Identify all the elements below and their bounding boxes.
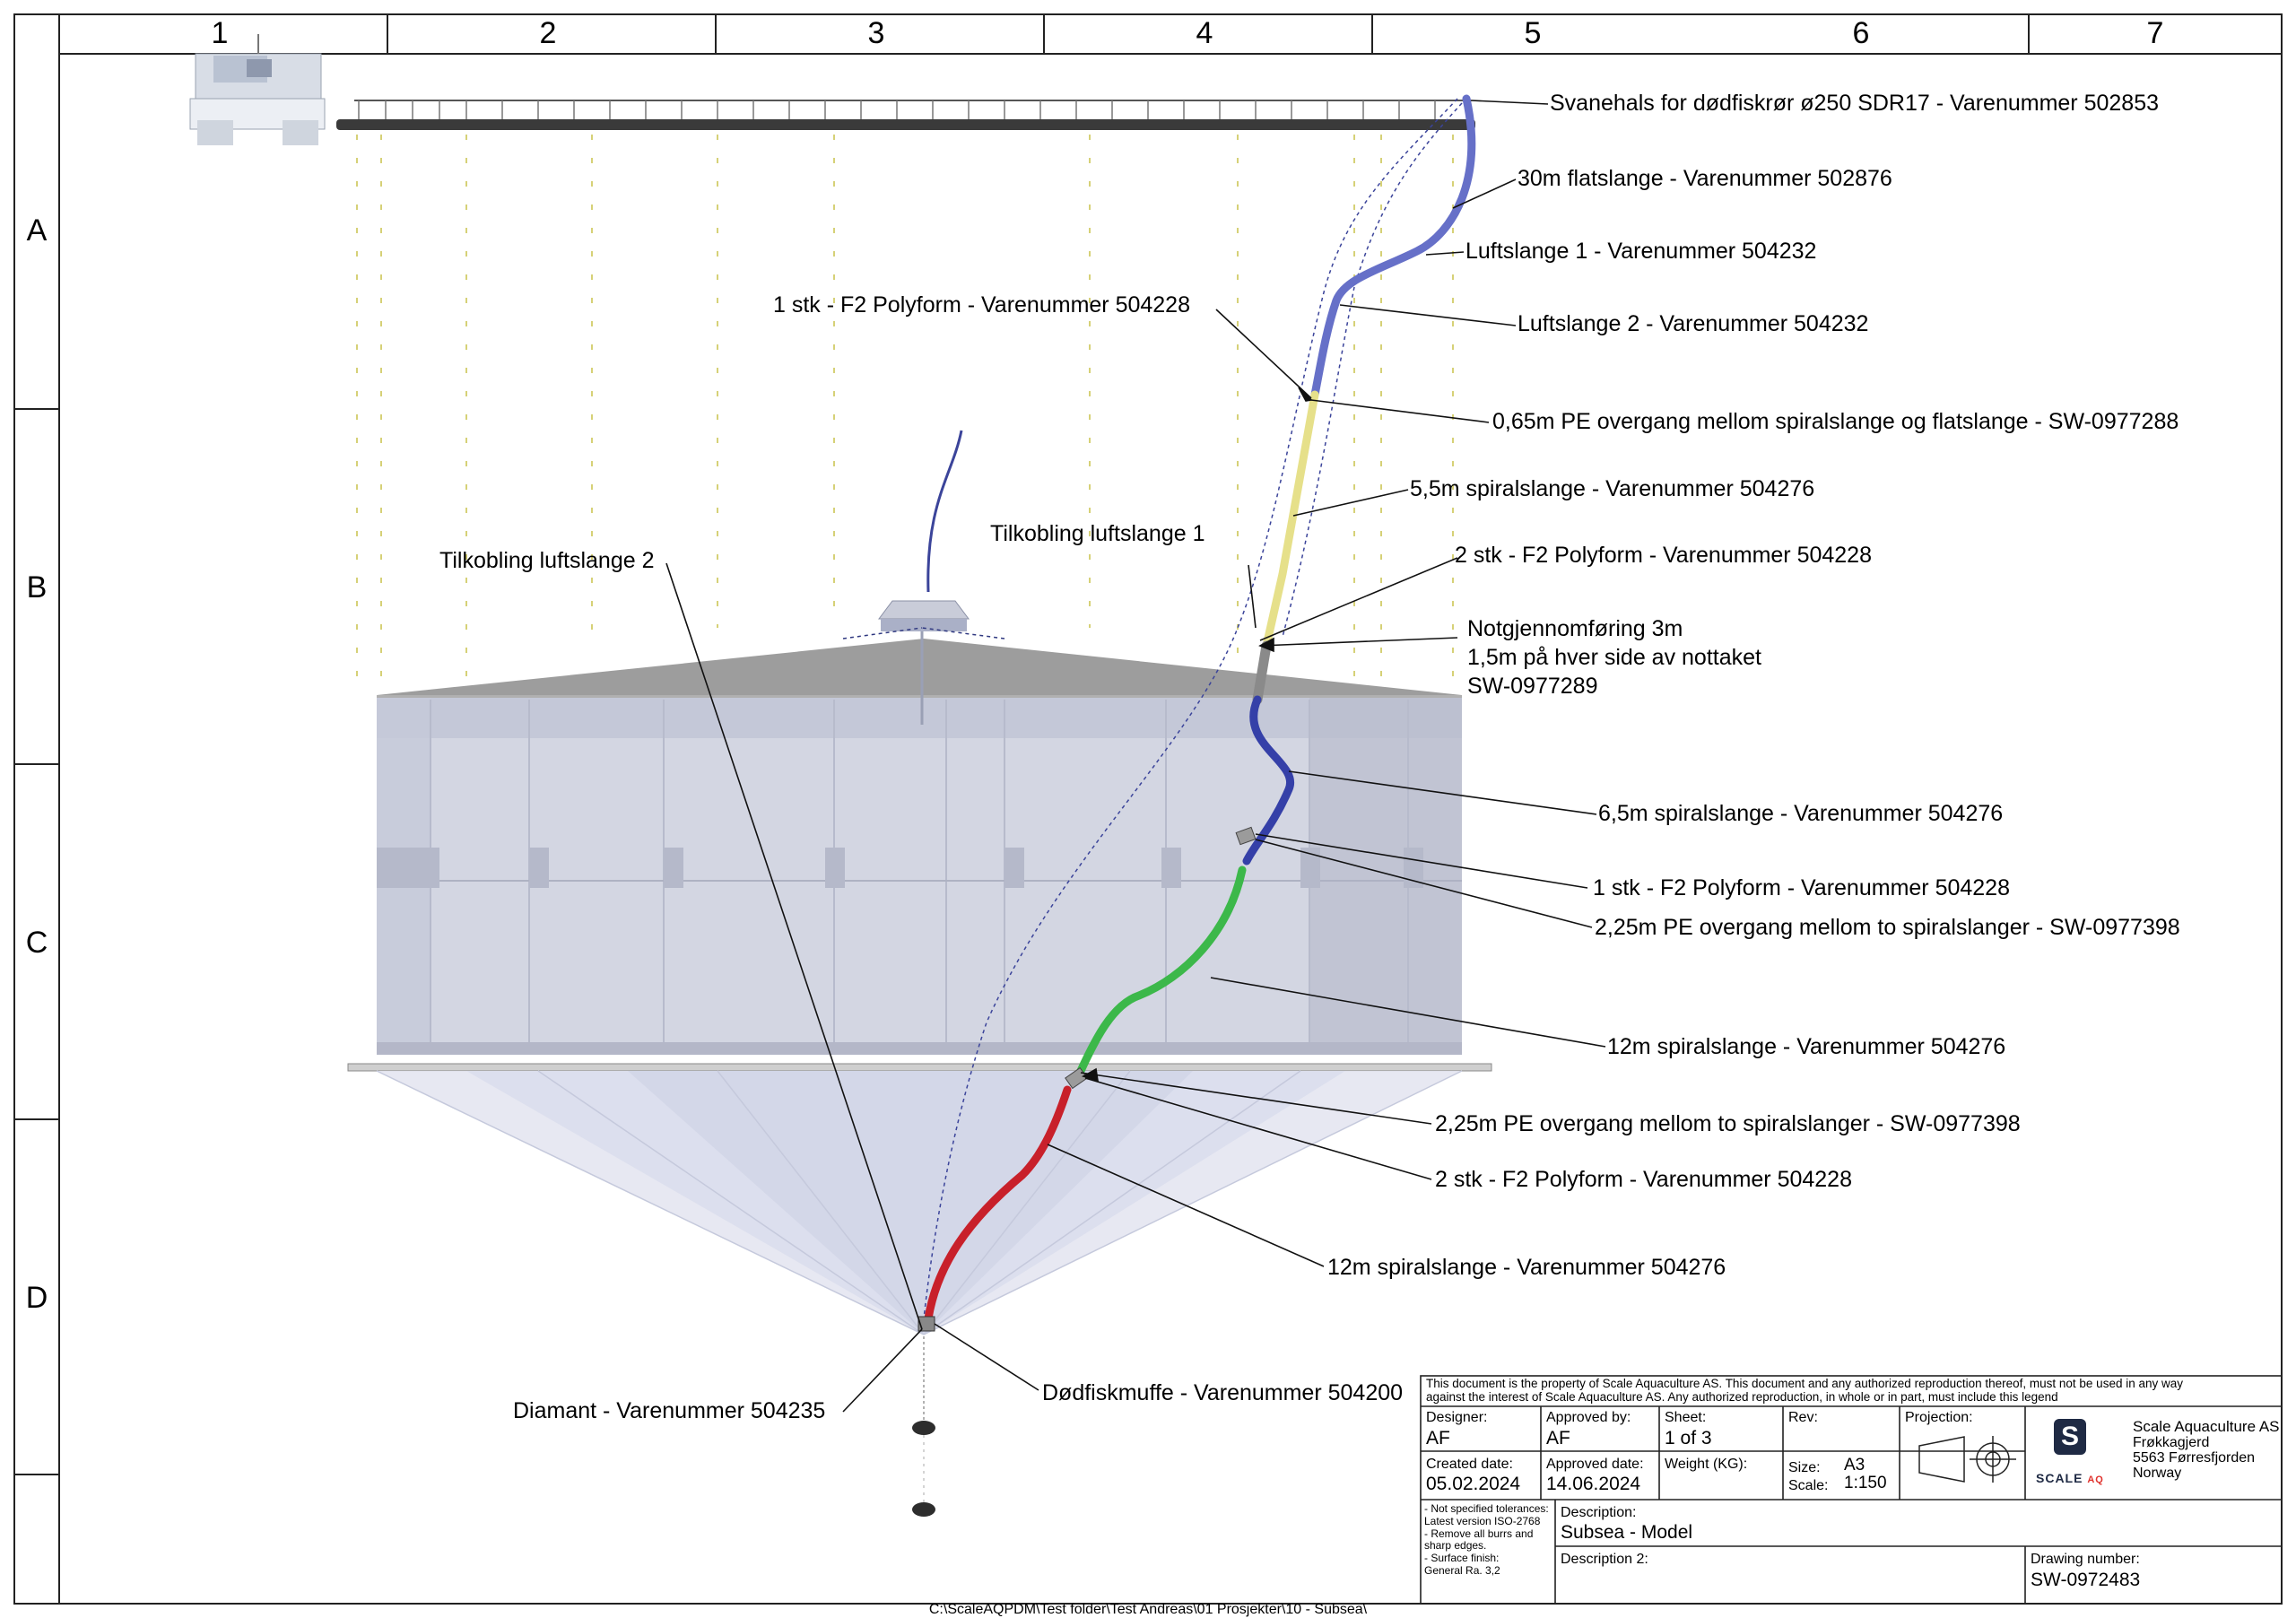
- title-block-frame: [1420, 1375, 2283, 1605]
- sheet-frame: [13, 13, 2283, 1605]
- flatslange-segment: [1310, 94, 1476, 399]
- callout-spiral-12-upper: 12m spiralslange - Varenummer 504276: [1607, 1034, 2006, 1059]
- logo-text-main: SCALE: [2036, 1471, 2083, 1485]
- notgjennomforing-segment: [1252, 640, 1272, 705]
- callout-notgjennomforing-1: Notgjennomføring 3m: [1467, 616, 1683, 641]
- projection-symbol-icon: [1918, 1436, 2016, 1483]
- approved-date-label: Approved date:: [1546, 1457, 1644, 1472]
- logo-text-suffix: AQ: [2087, 1474, 2104, 1485]
- approved-by-label: Approved by:: [1546, 1410, 1631, 1425]
- top-hub: [842, 430, 1005, 725]
- feed-barge: [189, 34, 326, 145]
- callout-polyform-2stk-upper: 2 stk - F2 Polyform - Varenummer 504228: [1455, 543, 1872, 568]
- callout-luftslange-1: Luftslange 1 - Varenummer 504232: [1465, 239, 1817, 264]
- callout-tilkobling-1: Tilkobling luftslange 1: [990, 521, 1205, 546]
- size-value: A3: [1844, 1456, 1866, 1474]
- company-address-2: 5563 Førresfjorden: [2133, 1450, 2256, 1466]
- dead-fish-hose: [918, 94, 1476, 1332]
- description-value: Subsea - Model: [1561, 1522, 1693, 1543]
- cone-net: [376, 1070, 1463, 1335]
- zone-row-d: D: [25, 1281, 48, 1315]
- zone-col-5: 5: [1524, 16, 1542, 50]
- description-label: Description:: [1561, 1505, 1637, 1520]
- company-country: Norway: [2133, 1466, 2182, 1481]
- created-date-label: Created date:: [1426, 1457, 1513, 1472]
- air-hoses: [923, 98, 1463, 1319]
- callout-spiral-65: 6,5m spiralslange - Varenummer 504276: [1598, 801, 2004, 826]
- scale-aq-logo-icon: [2054, 1419, 2086, 1455]
- surface-walkway: [336, 100, 1475, 130]
- zone-col-7: 7: [2146, 16, 2164, 50]
- projection-label: Projection:: [1905, 1410, 1973, 1425]
- callout-tilkobling-2: Tilkobling luftslange 2: [439, 548, 655, 573]
- spiral-55-segment: [1262, 390, 1319, 650]
- rev-label: Rev:: [1788, 1410, 1818, 1425]
- pen-body: [377, 698, 1462, 1055]
- callout-svanehals: Svanehals for dødfiskrør ø250 SDR17 - Va…: [1550, 91, 2160, 116]
- callout-notgjennomforing-2: 1,5m på hver side av nottaket: [1467, 645, 1761, 670]
- designer-label: Designer:: [1426, 1410, 1488, 1425]
- spiral-12-lower-segment: [924, 1085, 1072, 1323]
- sheet-label: Sheet:: [1665, 1410, 1707, 1425]
- callout-polyform-1stk-mid: 1 stk - F2 Polyform - Varenummer 504228: [1593, 875, 2010, 900]
- zone-col-6: 6: [1852, 16, 1870, 50]
- callout-diamant: Diamant - Varenummer 504235: [513, 1398, 826, 1423]
- callout-pe-overgang-top: 0,65m PE overgang mellom spiralslange og…: [1492, 409, 2179, 434]
- callout-polyform-2stk-low: 2 stk - F2 Polyform - Varenummer 504228: [1435, 1167, 1852, 1192]
- callout-luftslange-2: Luftslange 2 - Varenummer 504232: [1518, 311, 1869, 336]
- leader-lines: [665, 100, 1606, 1413]
- ownership-notice-line-1: This document is the property of Scale A…: [1426, 1377, 2183, 1390]
- zone-col-3: 3: [867, 16, 885, 50]
- spiral-12-upper-segment: [1072, 866, 1247, 1085]
- size-label: Size:: [1788, 1460, 1821, 1475]
- drawing-number-label: Drawing number:: [2031, 1552, 2140, 1567]
- pen-roof: [377, 639, 1462, 700]
- sheet-value: 1 of 3: [1665, 1428, 1712, 1448]
- callout-flatslange: 30m flatslange - Varenummer 502876: [1518, 166, 1892, 191]
- callout-pe-overgang-mid: 2,25m PE overgang mellom to spiralslange…: [1595, 915, 2180, 940]
- tolerances-note: - Not specified tolerances: Latest versi…: [1424, 1502, 1549, 1577]
- weight-label: Weight (KG):: [1665, 1457, 1748, 1472]
- file-path: C:\ScaleAQPDM\Test folder\Test Andreas\0…: [928, 1602, 1368, 1617]
- spiral-65-segment: [1242, 695, 1295, 866]
- company-address-1: Frøkkagjerd: [2133, 1435, 2210, 1450]
- zone-row-b: B: [26, 570, 48, 605]
- mooring-ropes: [356, 135, 1454, 682]
- zone-col-4: 4: [1196, 16, 1213, 50]
- created-date-value: 05.02.2024: [1426, 1474, 1521, 1494]
- logo-text: SCALE AQ: [2036, 1471, 2104, 1485]
- bottom-ring: [347, 1063, 1492, 1072]
- designer-value: AF: [1426, 1428, 1450, 1448]
- callout-spiral-12-lower: 12m spiralslange - Varenummer 504276: [1327, 1255, 1726, 1280]
- company-name: Scale Aquaculture AS: [2133, 1418, 2280, 1435]
- ownership-notice-line-2: against the interest of Scale Aquacultur…: [1426, 1390, 2058, 1404]
- callout-polyform-top: 1 stk - F2 Polyform - Varenummer 504228: [773, 292, 1190, 318]
- bottom-weights: [912, 1336, 935, 1517]
- drawing-number-value: SW-0972483: [2031, 1570, 2141, 1590]
- callout-dodfiskmuffe: Dødfiskmuffe - Varenummer 504200: [1042, 1380, 1404, 1405]
- approved-by-value: AF: [1546, 1428, 1570, 1448]
- scale-value: 1:150: [1844, 1474, 1887, 1492]
- zone-row-c: C: [25, 926, 48, 960]
- zone-col-2: 2: [539, 16, 557, 50]
- callout-notgjennomforing-3: SW-0977289: [1467, 674, 1598, 699]
- zone-col-1: 1: [211, 16, 229, 50]
- description-2-label: Description 2:: [1561, 1552, 1648, 1567]
- logo-letter: S: [2060, 1422, 2079, 1451]
- approved-date-value: 14.06.2024: [1546, 1474, 1641, 1494]
- callout-spiral-55: 5,5m spiralslange - Varenummer 504276: [1410, 476, 1815, 501]
- scale-label: Scale:: [1788, 1478, 1829, 1493]
- zone-row-a: A: [26, 213, 48, 248]
- callout-pe-overgang-low: 2,25m PE overgang mellom to spiralslange…: [1435, 1111, 2021, 1136]
